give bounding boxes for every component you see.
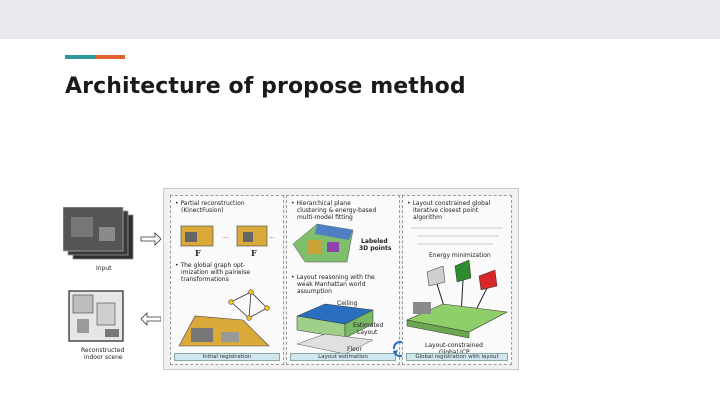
ceiling-label: Ceiling <box>337 300 358 307</box>
accent-teal-segment <box>65 55 95 59</box>
figure-input-column: Input Reconstructed indoor scene <box>62 206 162 372</box>
estimated-layout-line1: Estimated <box>353 322 384 329</box>
accent-orange-segment <box>95 55 125 59</box>
labeled-points-line2: 3D points <box>359 245 392 252</box>
p3-bullet1-line3: algorithm <box>413 214 442 221</box>
browser-top-bar <box>0 0 720 39</box>
p2-bullet1-line2: clustering & energy-based <box>297 207 377 214</box>
p2-stage-bar: Layout estimation <box>290 353 396 361</box>
p2-bullet1-line1: • Hierarchical plane <box>291 200 351 207</box>
p1-bullet2-line3: transformations <box>181 276 229 283</box>
architecture-figure: • Partial reconstruction (KinectFusion) … <box>163 188 519 370</box>
p1-illustrations: ... ... <box>178 225 275 347</box>
p2-illustrations <box>292 223 374 355</box>
icp-label-line2: Global ICP <box>439 349 470 356</box>
frame-label-first: F <box>195 248 201 258</box>
p2-bullet1-line3: multi-model fitting <box>297 214 353 221</box>
p3-stage-bar: Global registration with layout <box>406 353 508 361</box>
p3-bullet1-line2: iterative closest point <box>413 207 479 214</box>
floor-label: Floor <box>347 346 362 353</box>
panel-initial-registration: • Partial reconstruction (KinectFusion) … <box>170 195 284 365</box>
labeled-points-line1: Labeled <box>361 238 388 245</box>
energy-min-label: Energy minimization <box>429 252 491 259</box>
p1-bullet2-line1: • The global graph opt- <box>175 262 246 269</box>
p1-bullet1-line2: (KinectFusion) <box>181 207 224 214</box>
svg-text:...: ... <box>269 233 275 240</box>
input-label: Input <box>96 265 112 272</box>
p1-bullet2-line2: imization with pairwise <box>181 269 251 276</box>
scene-label-line2: indoor scene <box>84 354 123 361</box>
p2-bullet2-line3: assumption <box>297 288 332 295</box>
p3-illustrations <box>406 227 508 339</box>
input-illustrations <box>62 206 162 342</box>
panel-layout-estimation: • Hierarchical plane clustering & energy… <box>286 195 400 365</box>
scene-label-line1: Reconstructed <box>81 347 125 354</box>
p1-bullet1-line1: • Partial reconstruction <box>175 200 245 207</box>
panel-global-registration: • Layout constrained global iterative cl… <box>402 195 512 365</box>
p1-stage-bar: Initial registration <box>174 353 280 361</box>
p2-bullet2-line1: • Layout reasoning with the <box>291 274 375 281</box>
slide-title: Architecture of propose method <box>65 74 466 99</box>
estimated-layout-line2: Layout <box>357 329 378 336</box>
p3-bullet1-line1: • Layout constrained global <box>407 200 491 207</box>
p2-bullet2-line2: weak Manhattan world <box>297 281 366 288</box>
svg-text:...: ... <box>223 233 229 240</box>
frame-label-k: F <box>251 248 257 258</box>
icp-label-line1: Layout-constrained <box>425 342 483 349</box>
